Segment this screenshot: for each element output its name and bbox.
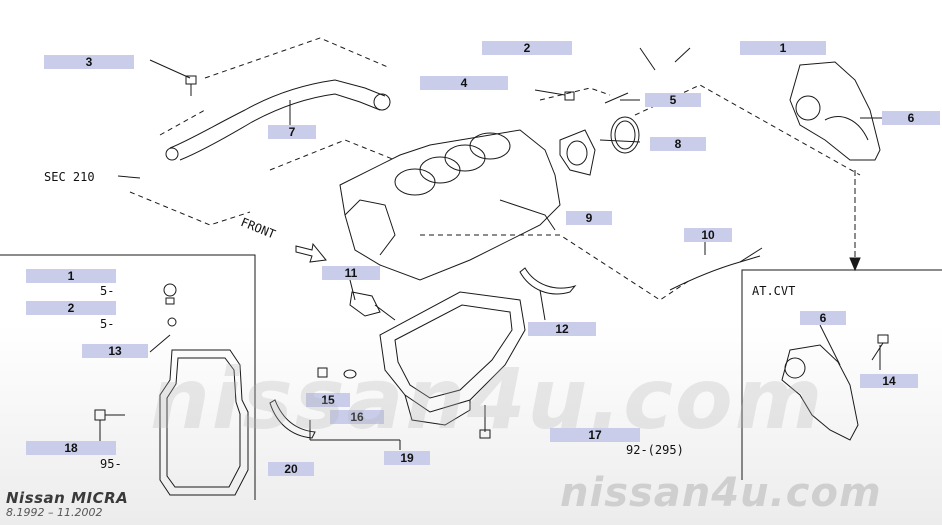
callout-17[interactable]: 17 [550, 428, 640, 442]
model-title: Nissan MICRA [6, 489, 129, 507]
callout-1b[interactable]: 1 [26, 269, 116, 283]
callout-2b[interactable]: 2 [26, 301, 116, 315]
model-years: 8.1992 – 11.2002 [6, 506, 103, 519]
callout-16[interactable]: 16 [330, 410, 384, 424]
callout-20[interactable]: 20 [268, 462, 314, 476]
at-cvt-label: AT.CVT [752, 284, 796, 298]
callout-12[interactable]: 12 [528, 322, 596, 336]
sec-reference: SEC 210 [44, 170, 95, 184]
callout-1a[interactable]: 1 [740, 41, 826, 55]
callout-3[interactable]: 3 [44, 55, 134, 69]
watermark-faint: nissan4u.com [150, 350, 825, 448]
callout-14[interactable]: 14 [860, 374, 918, 388]
qty-mark-ninety-five: 95- [100, 457, 122, 471]
callout-7[interactable]: 7 [268, 125, 316, 139]
watermark-logo: nissan4u.com [560, 470, 882, 516]
callout-5[interactable]: 5 [645, 93, 701, 107]
callout-10[interactable]: 10 [684, 228, 732, 242]
callout-8[interactable]: 8 [650, 137, 706, 151]
qty-mark-five-b: 5- [100, 317, 115, 331]
callout-4[interactable]: 4 [420, 76, 508, 90]
callout-2a[interactable]: 2 [482, 41, 572, 55]
figure-reference: 92-(295) [626, 443, 684, 457]
callout-13[interactable]: 13 [82, 344, 148, 358]
callout-6b[interactable]: 6 [800, 311, 846, 325]
callout-18[interactable]: 18 [26, 441, 116, 455]
callout-11[interactable]: 11 [322, 266, 380, 280]
callout-9[interactable]: 9 [566, 211, 612, 225]
qty-mark-five-a: 5- [100, 284, 115, 298]
callout-6a[interactable]: 6 [882, 111, 940, 125]
callout-19[interactable]: 19 [384, 451, 430, 465]
callout-15[interactable]: 15 [306, 393, 350, 407]
